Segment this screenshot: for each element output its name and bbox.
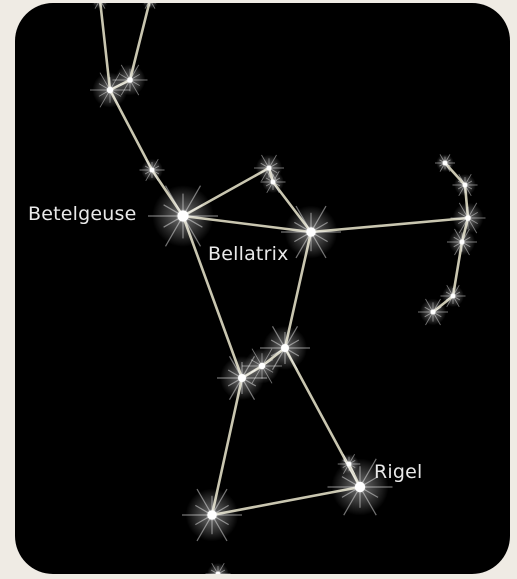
star-top1 [90,3,110,9]
star-bottom [206,563,231,574]
star-betelgeuse [148,185,218,247]
label-rigel: Rigel [374,461,423,483]
star-shoulderMid [140,159,165,181]
star-saiph [182,489,242,542]
star-shield3 [451,203,486,234]
constellation-stars [90,3,486,574]
label-betelgeuse: Betelgeuse [28,203,137,225]
label-bellatrix: Bellatrix [208,243,289,265]
night-sky-panel: Betelgeuse Bellatrix Rigel [15,3,510,574]
star-bellatrix [281,206,341,259]
star-top2 [140,3,160,9]
star-shield4 [447,229,477,255]
constellation-diagram [15,3,510,574]
